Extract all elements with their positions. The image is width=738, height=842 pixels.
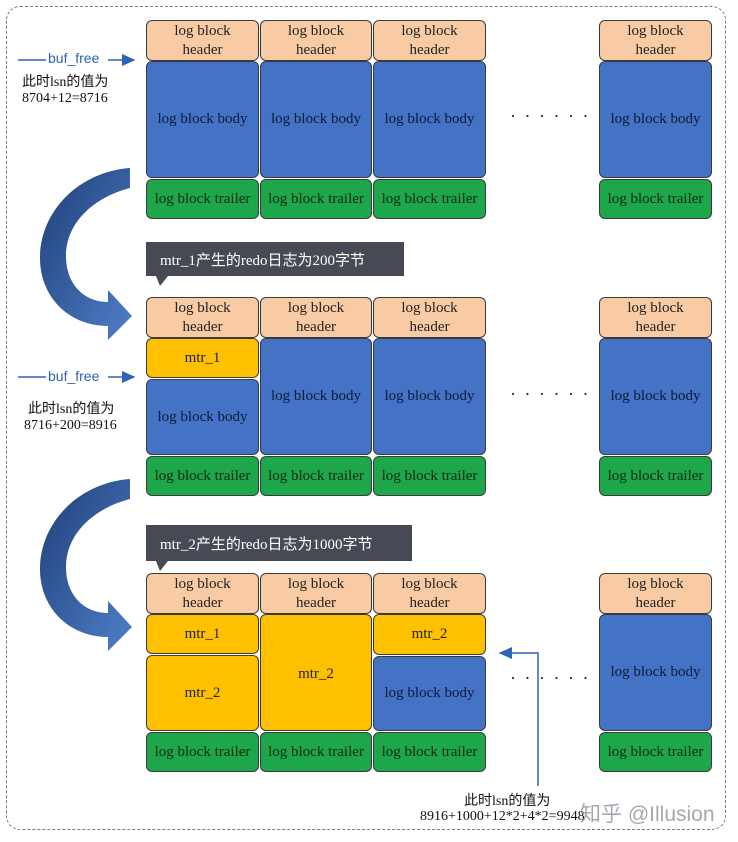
- row2-lsn-caption: 此时lsn的值为: [28, 402, 115, 417]
- row1-blockn-body: log block body: [599, 61, 712, 178]
- row1-block2-header: log block header: [260, 20, 372, 61]
- row3-ellipsis: · · · · · ·: [510, 668, 591, 688]
- row2-block2-body: log block body: [260, 338, 372, 455]
- row3-lsn-value: 8916+1000+12*2+4*2=9948: [420, 809, 585, 824]
- row3-lsn-pointer: [498, 647, 539, 786]
- row1-buf-free-label: buf_free: [48, 50, 100, 66]
- row2-block1-body: log block body: [146, 379, 259, 455]
- transition-arrow-2-icon: [40, 479, 132, 651]
- row2-blockn-body: log block body: [599, 338, 712, 455]
- row3-block3-header: log block header: [373, 573, 486, 614]
- row3-callout: mtr_2产生的redo日志为1000字节: [146, 525, 412, 561]
- row1-block3-header: log block header: [373, 20, 486, 61]
- row2-blockn-trailer: log block trailer: [599, 456, 712, 496]
- row2-blockn-header: log block header: [599, 297, 712, 338]
- row1-block3-body: log block body: [373, 61, 486, 178]
- row3-blockn-body: log block body: [599, 614, 712, 731]
- row1-block2-body: log block body: [260, 61, 372, 178]
- row1-lsn-caption: 此时lsn的值为: [22, 75, 109, 90]
- row3-lsn-caption: 此时lsn的值为: [464, 794, 551, 809]
- row2-block3-trailer: log block trailer: [373, 456, 486, 496]
- row1-ellipsis: · · · · · ·: [510, 106, 591, 126]
- diagram-frame: [6, 6, 726, 830]
- row2-block3-header: log block header: [373, 297, 486, 338]
- row1-blockn-trailer: log block trailer: [599, 179, 712, 219]
- row3-block1-trailer: log block trailer: [146, 732, 259, 772]
- row3-block1-mtr2: mtr_2: [146, 655, 259, 731]
- row1-block1-trailer: log block trailer: [146, 179, 259, 219]
- row2-block1-trailer: log block trailer: [146, 456, 259, 496]
- row2-lsn-value: 8716+200=8916: [24, 418, 117, 433]
- row2-callout-pointer: [156, 276, 168, 286]
- row1-block1-body: log block body: [146, 61, 259, 178]
- row1-block2-trailer: log block trailer: [260, 179, 372, 219]
- row3-block3-mtr2: mtr_2: [373, 614, 486, 655]
- row2-buf-free-label: buf_free: [48, 368, 100, 384]
- row3-block3-body: log block body: [373, 656, 486, 731]
- row3-block1-header: log block header: [146, 573, 259, 614]
- row3-blockn-header: log block header: [599, 573, 712, 614]
- row3-callout-pointer: [156, 561, 168, 571]
- row1-blockn-header: log block header: [599, 20, 712, 61]
- row3-block2-mtr2: mtr_2: [260, 614, 372, 731]
- row2-ellipsis: · · · · · ·: [510, 384, 591, 404]
- transition-arrow-1-icon: [40, 168, 132, 340]
- watermark: 知乎 @Illusion: [580, 803, 715, 826]
- row1-block3-trailer: log block trailer: [373, 179, 486, 219]
- row3-block2-trailer: log block trailer: [260, 732, 372, 772]
- row2-callout: mtr_1产生的redo日志为200字节: [146, 242, 404, 276]
- row3-block2-header: log block header: [260, 573, 372, 614]
- row1-lsn-value: 8704+12=8716: [22, 91, 108, 106]
- row2-block2-header: log block header: [260, 297, 372, 338]
- row3-block1-mtr1: mtr_1: [146, 614, 259, 654]
- row2-block3-body: log block body: [373, 338, 486, 455]
- row1-block1-header: log block header: [146, 20, 259, 61]
- row3-blockn-trailer: log block trailer: [599, 732, 712, 772]
- row2-block2-trailer: log block trailer: [260, 456, 372, 496]
- row3-block3-trailer: log block trailer: [373, 732, 486, 772]
- row2-block1-mtr1: mtr_1: [146, 338, 259, 378]
- row2-block1-header: log block header: [146, 297, 259, 338]
